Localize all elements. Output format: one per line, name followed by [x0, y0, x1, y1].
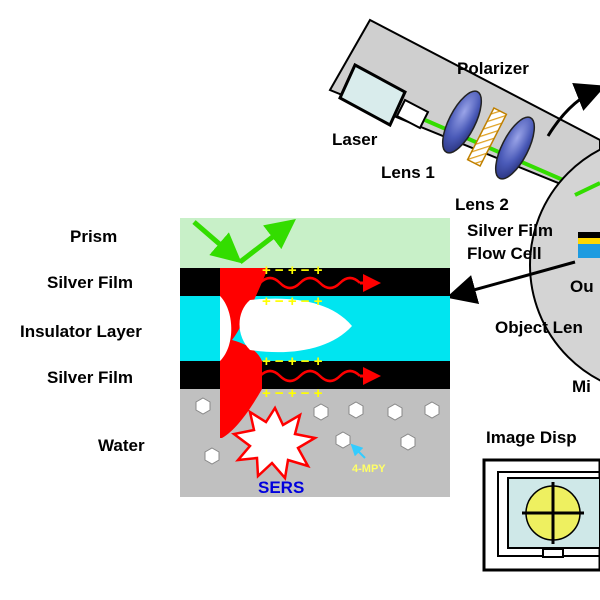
lens-1-shape: [441, 90, 483, 154]
rotation-arrow: [546, 82, 600, 137]
layer-stack: + − + − + + − + − + + − + − + + − + − + …: [180, 218, 450, 497]
charges-top: + − + − +: [262, 262, 323, 279]
silver-film-top-label: Silver Film: [47, 273, 133, 292]
molecule: [400, 433, 416, 451]
sp-lobe-left: [220, 296, 232, 361]
charges-low: + − + − +: [262, 353, 323, 370]
molecule: [195, 397, 211, 415]
laser-box: [338, 62, 407, 128]
outlet-label: Ou: [570, 277, 594, 296]
sp-lobe: [239, 298, 352, 353]
display-button: [542, 548, 564, 558]
molecule: [335, 431, 351, 449]
molecule: [348, 401, 364, 419]
silver-film-right-label: Silver Film: [467, 221, 553, 240]
charges-bot: + − + − +: [262, 385, 323, 402]
display-frame-outer: [482, 458, 600, 572]
molecule: [424, 401, 440, 419]
zoom-arrow: [446, 260, 576, 305]
sers-burst: [231, 405, 319, 481]
water-label: Water: [98, 436, 145, 455]
beam-into-prism: [574, 181, 600, 197]
molecule: [204, 447, 220, 465]
display-frame-inner: [497, 471, 600, 557]
charges-mid: + − + − +: [262, 293, 323, 310]
polarizer-label: Polarizer: [457, 59, 529, 78]
image-display: [482, 458, 600, 572]
mpy-label: 4-MPY: [352, 463, 386, 475]
lens-2-label: Lens 2: [455, 195, 509, 214]
laser-label: Laser: [332, 130, 378, 149]
polarizer-shape: [466, 106, 508, 168]
sp-wave-bottom: [259, 369, 361, 383]
laser-arm: [328, 18, 600, 202]
object-lens-label: Object Len: [495, 318, 583, 337]
molecule: [387, 403, 403, 421]
insulator-label: Insulator Layer: [20, 322, 142, 341]
flow-cell-strip-blue: [578, 244, 600, 258]
mpy-arrow: [350, 443, 366, 459]
incident-beam: [192, 220, 242, 264]
microscope-label: Mi: [572, 377, 591, 396]
sp-wave-top: [259, 276, 361, 290]
lens-2-shape: [494, 116, 536, 180]
lens-1-label: Lens 1: [381, 163, 435, 182]
laser-nozzle: [395, 98, 430, 130]
sers-label: SERS: [258, 478, 304, 497]
evanescent-field: [220, 268, 268, 438]
molecules: [195, 397, 440, 465]
flow-cell-strip-yellow: [578, 238, 600, 244]
image-display-label: Image Disp: [486, 428, 577, 447]
flow-cell-label: Flow Cell: [467, 244, 542, 263]
silver-film-bottom-label: Silver Film: [47, 368, 133, 387]
prism-label: Prism: [70, 227, 117, 246]
reflected-beam: [238, 218, 296, 264]
molecule: [313, 403, 329, 421]
sps-label: SPs: [275, 321, 309, 341]
silver-film-right: [578, 232, 600, 238]
